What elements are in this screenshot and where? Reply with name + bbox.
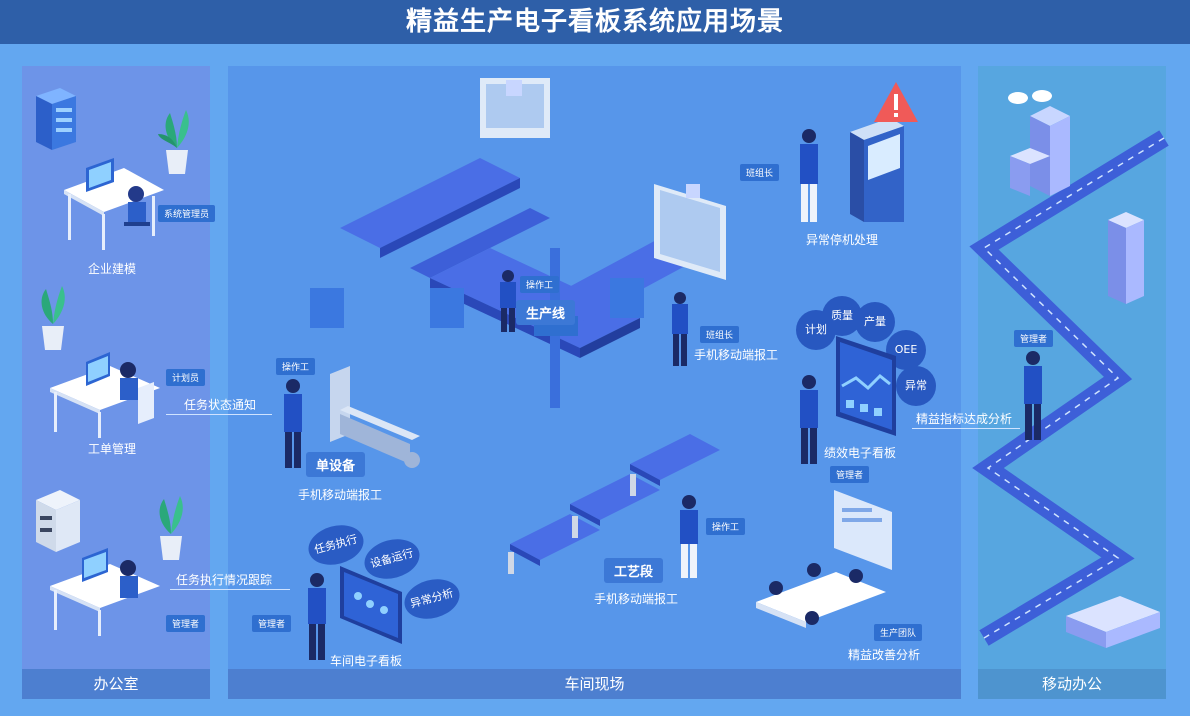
role-tag-operator-left: 操作工 <box>276 358 316 375</box>
plant-icon <box>41 286 65 350</box>
task-tracking-label: 任务执行情况跟踪 <box>176 573 273 587</box>
production-line-illustration <box>310 78 700 408</box>
cloud-icon <box>1008 90 1052 104</box>
meeting-table-illustration <box>756 563 886 628</box>
plant-icon <box>159 496 183 560</box>
workshop-board-label: 车间电子看板 <box>330 654 403 668</box>
single-device-label: 单设备 <box>306 452 366 477</box>
kpi-bubble: 异常 <box>896 366 936 406</box>
display-board-illustration <box>654 184 726 280</box>
server-rack-icon <box>36 88 76 150</box>
office-zone-label: 办公室 <box>22 669 210 699</box>
operator-figure <box>680 495 698 578</box>
role-tag-manager-office: 管理者 <box>166 615 206 632</box>
role-tag-system-admin: 系统管理员 <box>158 205 216 222</box>
factory-building-icon <box>1066 596 1160 648</box>
production-line-label: 生产线 <box>516 300 576 325</box>
admin-desk-illustration <box>64 158 164 250</box>
workshop-board-screen <box>340 566 402 644</box>
cube-icon <box>506 80 522 96</box>
warning-icon <box>874 82 918 122</box>
manager-figure <box>308 573 326 660</box>
plant-icon <box>158 110 189 174</box>
manager-desk-illustration <box>50 548 160 636</box>
role-tag-operator-top: 操作工 <box>520 276 560 293</box>
kiosk-terminal-illustration <box>850 118 904 222</box>
team-leader-figure <box>672 292 688 366</box>
scene-label-work-order: 工单管理 <box>88 442 137 456</box>
notice-connector-line <box>166 414 272 415</box>
scene-label-enterprise-modeling: 企业建模 <box>88 262 137 276</box>
role-tag-team-leader-top: 班组长 <box>740 164 780 181</box>
page-title: 精益生产电子看板系统应用场景 <box>405 7 784 37</box>
kpi-dashboard-screen <box>836 336 896 436</box>
kpi-bubble: 产量 <box>855 302 895 342</box>
mobile-zone: 移动办公 <box>978 66 1166 699</box>
tracking-connector-line <box>170 589 290 590</box>
kpi-board-label: 绩效电子看板 <box>824 446 897 460</box>
title-bar: 精益生产电子看板系统应用场景 <box>0 0 1190 44</box>
planner-desk-illustration <box>50 352 160 438</box>
operator-figure <box>500 270 516 332</box>
floor-zone-label: 车间现场 <box>228 669 961 699</box>
process-section-illustration <box>508 434 720 574</box>
operator-figure <box>284 379 302 468</box>
mobile-report-label-right: 手机移动端报工 <box>694 348 779 362</box>
kpi-bubble: 计划 <box>796 310 836 350</box>
building-icon <box>1010 106 1070 196</box>
kpi-analysis-connector-line <box>912 428 1020 429</box>
printer-icon <box>36 490 80 552</box>
task-status-notice-label: 任务状态通知 <box>184 398 257 412</box>
mobile-zone-label: 移动办公 <box>978 669 1166 699</box>
role-tag-team-leader-right: 班组长 <box>700 326 740 343</box>
kpi-bubble: OEE <box>886 330 926 370</box>
mobile-report-label-left: 手机移动端报工 <box>298 488 383 502</box>
tower-building-icon <box>1108 212 1144 304</box>
process-section-label: 工艺段 <box>604 558 664 583</box>
role-tag-manager-mobile: 管理者 <box>1014 330 1054 347</box>
kpi-analysis-label: 精益指标达成分析 <box>916 412 1013 426</box>
role-tag-operator-mid: 操作工 <box>706 518 746 535</box>
zigzag-road-illustration <box>969 130 1169 646</box>
manager-figure <box>800 375 818 464</box>
abnormal-shutdown-label: 异常停机处理 <box>806 233 879 247</box>
role-tag-planner: 计划员 <box>166 369 206 386</box>
role-tag-manager-mid: 管理者 <box>830 466 870 483</box>
mobile-report-label-mid: 手机移动端报工 <box>594 592 679 606</box>
role-tag-production-team: 生产团队 <box>874 624 923 641</box>
team-leader-figure <box>800 129 818 222</box>
role-tag-manager-bottom: 管理者 <box>252 615 292 632</box>
single-device-conveyor-illustration <box>330 366 420 468</box>
mobile-manager-figure <box>1024 351 1042 440</box>
presentation-board-illustration <box>834 490 892 570</box>
improvement-analysis-label: 精益改善分析 <box>848 648 921 662</box>
cube-icon <box>686 184 700 198</box>
